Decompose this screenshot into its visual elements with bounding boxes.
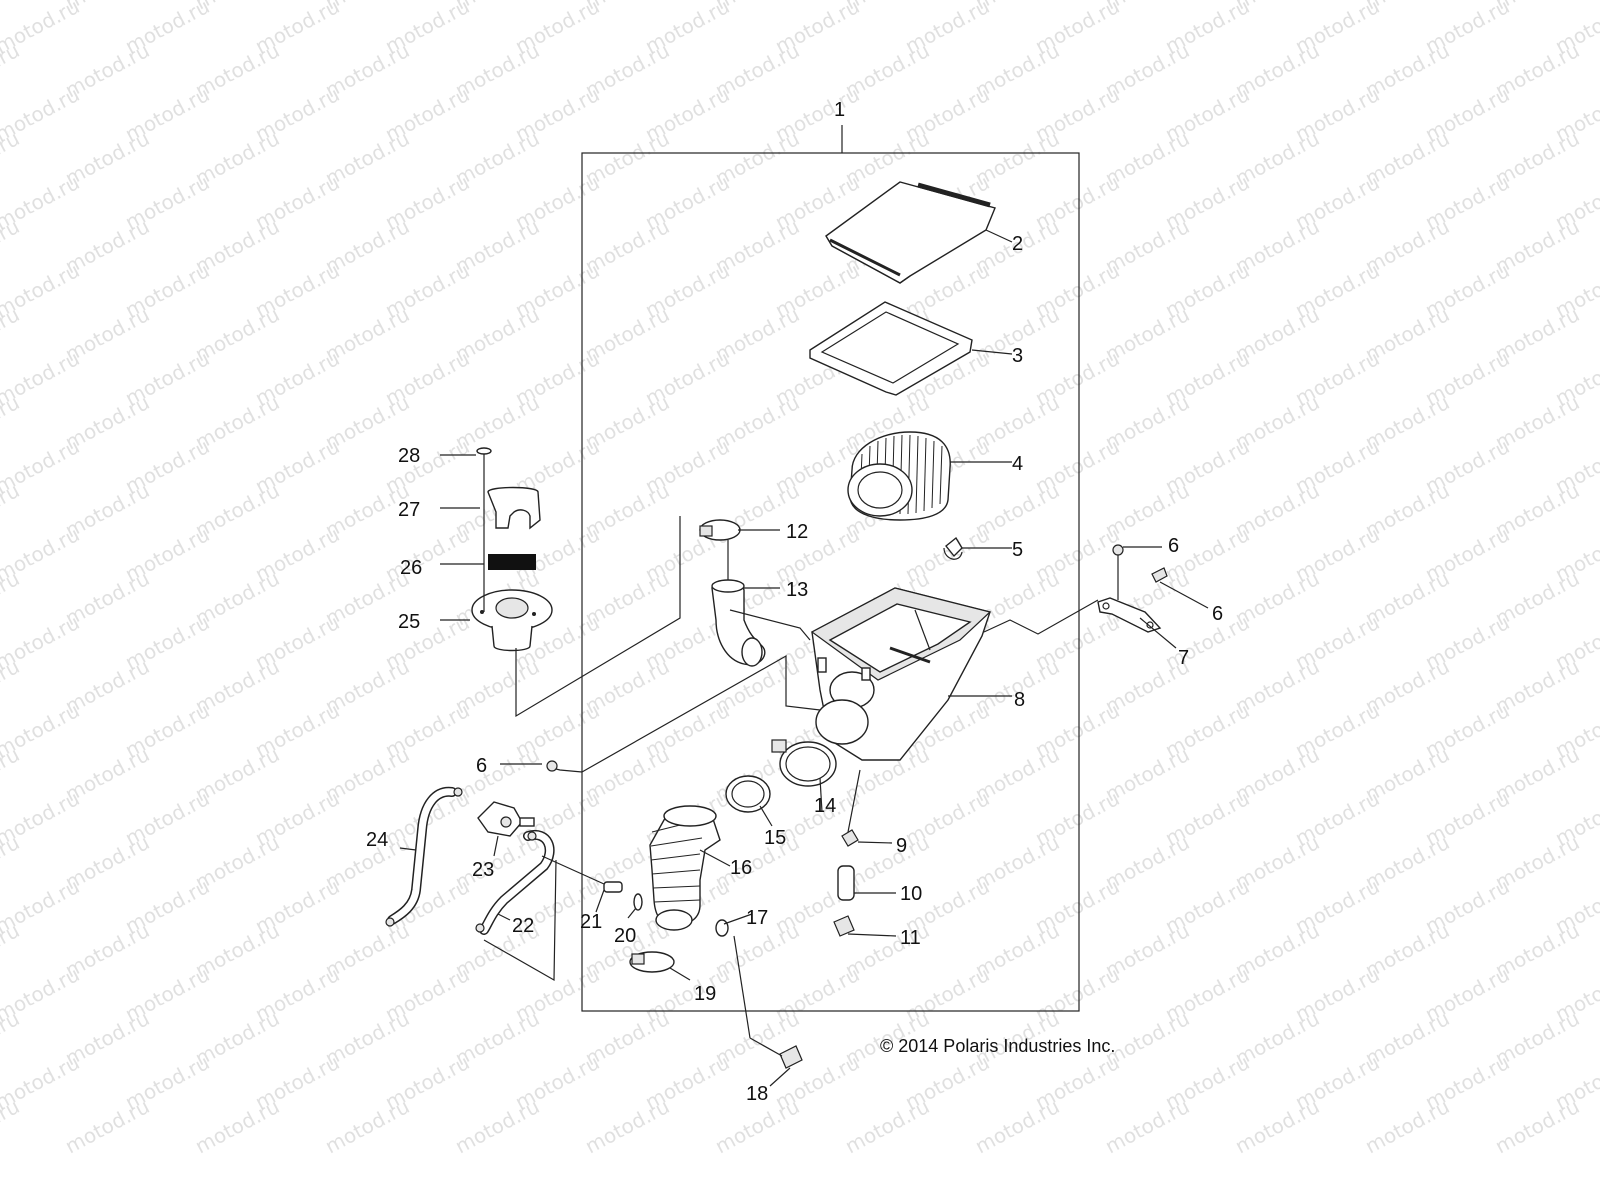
cap-icon: [440, 486, 541, 530]
callout-18: 18: [746, 1083, 768, 1105]
watermark-text: motod.ru: [61, 1094, 153, 1158]
drain-clamp-icon: [841, 769, 893, 847]
copyright-notice: © 2014 Polaris Industries Inc.: [880, 1036, 1115, 1056]
callout-3: 3: [1012, 345, 1023, 367]
vent-cover-icon: [440, 589, 553, 652]
watermark-text: motod.ru: [191, 1094, 283, 1158]
callout-8: 8: [1014, 689, 1025, 711]
callout-1: 1: [834, 99, 845, 121]
callout-15: 15: [764, 827, 786, 849]
callout-10: 10: [900, 883, 922, 905]
vent-hose-icon: [385, 786, 463, 927]
callout-20: 20: [614, 925, 636, 947]
air-filter-icon: [847, 431, 1012, 521]
clip-icon: [943, 536, 1012, 560]
callout-21: 21: [580, 911, 602, 933]
coupler-icon: [725, 775, 773, 827]
callout-19: 19: [694, 983, 716, 1005]
callout-5: 5: [1012, 539, 1023, 561]
callout-9: 9: [896, 835, 907, 857]
callout-6a: 6: [1168, 535, 1179, 557]
callout-26: 26: [400, 557, 422, 579]
watermark-text: motod.ru: [971, 1094, 1063, 1158]
callouts: 1 2 3 4 5 6 6 6 7 8 9 10 11 12 13 14 15 …: [366, 99, 1223, 1105]
bracket-icon: [983, 597, 1177, 649]
watermark-text: motod.ru: [841, 1094, 933, 1158]
callout-27: 27: [398, 499, 420, 521]
callout-6b: 6: [1212, 603, 1223, 625]
callout-16: 16: [730, 857, 752, 879]
valve-icon: [477, 801, 535, 857]
watermark-text: motod.ru: [581, 1094, 673, 1158]
watermark-text: motod.ru: [1491, 1094, 1583, 1158]
callout-12: 12: [786, 521, 808, 543]
label-strip-icon: [440, 554, 536, 570]
watermark-text: motod.ru: [321, 1094, 413, 1158]
fitting-icon: [595, 881, 623, 913]
airbox-icon: [810, 587, 1012, 761]
elbow-duct-icon: [711, 579, 780, 667]
drain-cap-icon: [833, 915, 897, 937]
callout-17: 17: [746, 907, 768, 929]
callout-11: 11: [900, 927, 921, 949]
callout-14: 14: [814, 795, 836, 817]
callout-13: 13: [786, 579, 808, 601]
outlet-clamp-icon: [629, 951, 691, 981]
intake-boot-icon: [649, 805, 731, 931]
callout-23: 23: [472, 859, 494, 881]
callout-7: 7: [1178, 647, 1189, 669]
watermark-text: motod.ru: [1361, 1094, 1453, 1158]
callout-2: 2: [1012, 233, 1023, 255]
air-filter-cover-icon: [825, 181, 1013, 284]
bolt-icon: [1112, 544, 1162, 600]
callout-6c: 6: [476, 755, 487, 777]
o-ring-icon: [715, 913, 753, 937]
hose-clamp-icon: [699, 519, 780, 580]
callout-25: 25: [398, 611, 420, 633]
large-clamp-icon: [771, 739, 837, 813]
screw-top-icon: [440, 447, 492, 470]
gasket-icon: [809, 301, 1013, 396]
watermark-text: motod.ru: [0, 0, 23, 14]
sensor-icon: [733, 935, 803, 1087]
callout-4: 4: [1012, 453, 1023, 475]
drain-hose-icon: [837, 865, 896, 901]
callout-24: 24: [366, 829, 388, 851]
watermark-text: motod.ru: [451, 1094, 543, 1158]
callout-28: 28: [398, 445, 420, 467]
watermark-text: motod.ru: [1101, 1094, 1193, 1158]
assembly-frame: [581, 125, 1080, 1012]
screw-icon: [1151, 567, 1209, 609]
fitting-ring-icon: [627, 893, 643, 919]
leader-lines: [483, 516, 821, 982]
callout-22: 22: [512, 915, 534, 937]
watermark-text: motod.ru: [1231, 1094, 1323, 1158]
breather-hose-icon: [475, 829, 555, 935]
